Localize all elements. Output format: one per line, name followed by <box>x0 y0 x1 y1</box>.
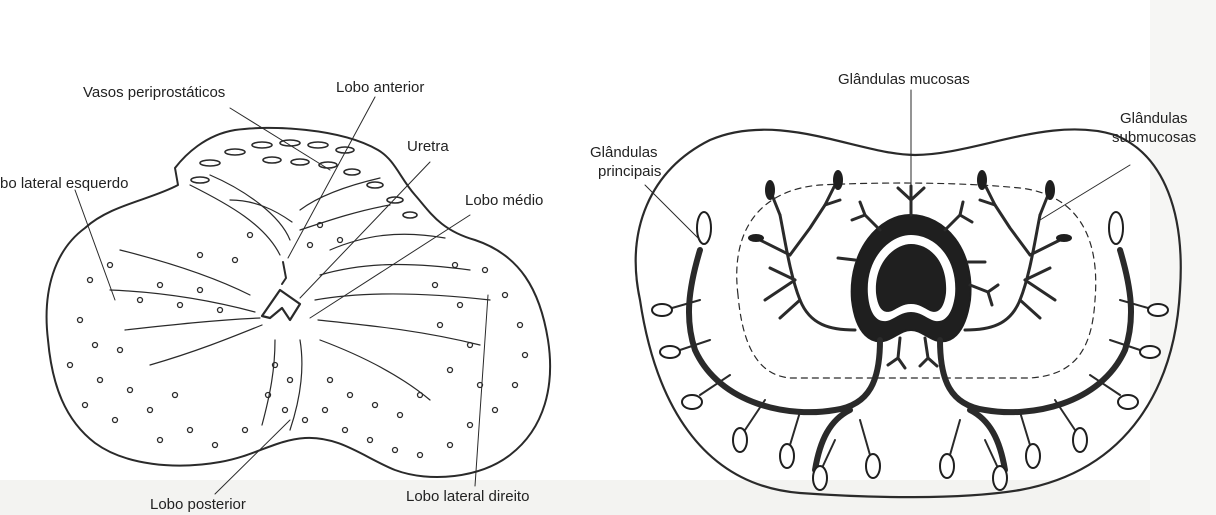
label-glandulas-submucosas-line1: Glândulas <box>1120 110 1188 127</box>
label-glandulas-submucosas-line2: submucosas <box>1112 129 1196 146</box>
label-lobo-anterior: Lobo anterior <box>336 79 424 96</box>
label-lobo-posterior: Lobo posterior <box>150 496 246 513</box>
label-uretra: Uretra <box>407 138 449 155</box>
label-glandulas-principais-line2: principais <box>598 163 661 180</box>
label-lobo-lateral-esquerdo: bo lateral esquerdo <box>0 175 128 192</box>
label-glandulas-principais-line1: Glândulas <box>590 144 658 161</box>
label-glandulas-mucosas: Glândulas mucosas <box>838 71 970 88</box>
label-lobo-medio: Lobo médio <box>465 192 543 209</box>
label-vasos-periprostaticos: Vasos periprostáticos <box>83 84 225 101</box>
label-lobo-lateral-direito: Lobo lateral direito <box>406 488 529 505</box>
